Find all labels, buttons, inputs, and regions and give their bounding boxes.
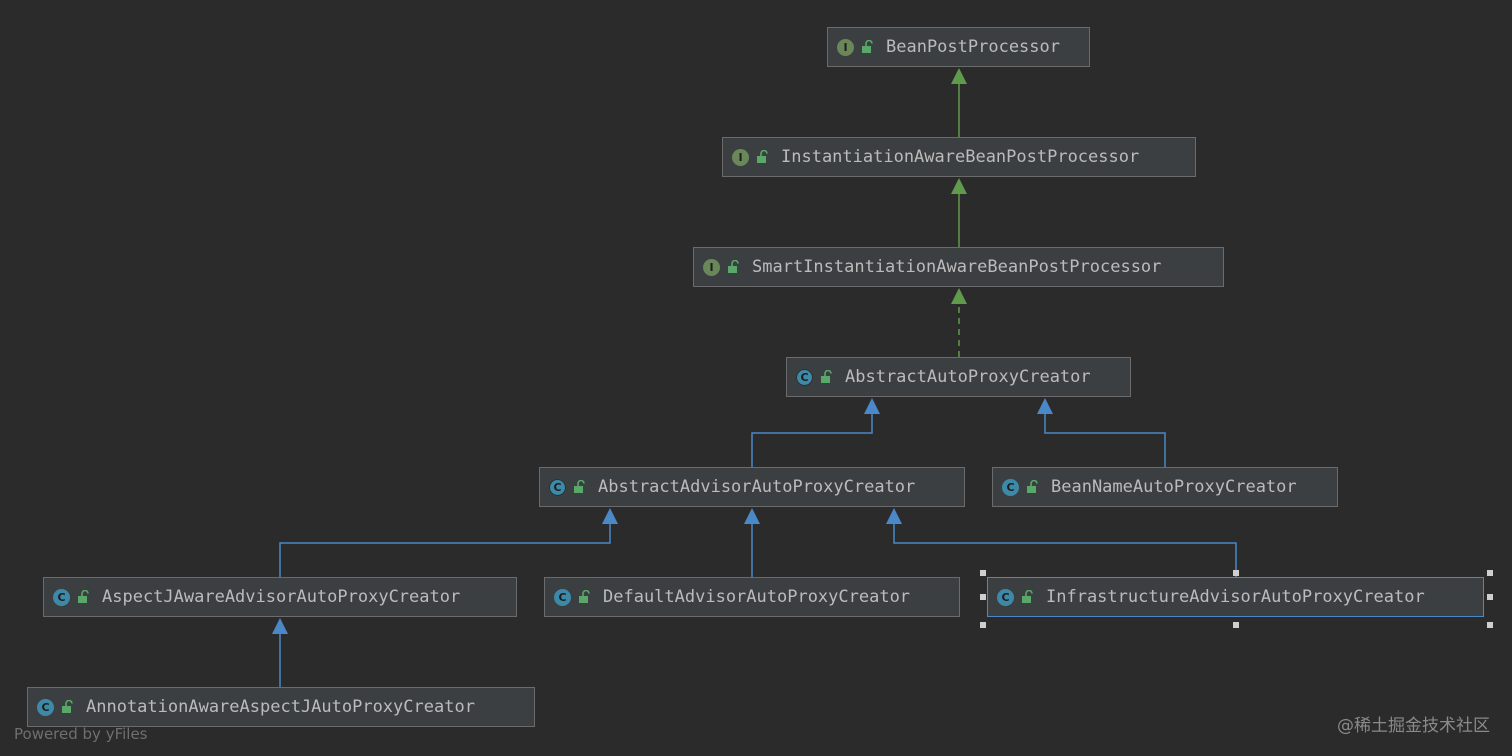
- resize-handle[interactable]: [1233, 622, 1239, 628]
- node-bean-name-auto-proxy-creator[interactable]: C BeanNameAutoProxyCreator: [992, 467, 1338, 507]
- interface-icon: I: [703, 258, 720, 276]
- node-label: InstantiationAwareBeanPostProcessor: [781, 147, 1140, 167]
- node-bean-post-processor[interactable]: I BeanPostProcessor: [827, 27, 1090, 67]
- node-instantiation-aware-bean-post-processor[interactable]: I InstantiationAwareBeanPostProcessor: [722, 137, 1196, 177]
- node-label: AspectJAwareAdvisorAutoProxyCreator: [102, 587, 461, 607]
- resize-handle[interactable]: [980, 594, 986, 600]
- class-icon: C: [53, 588, 70, 606]
- node-label: SmartInstantiationAwareBeanPostProcessor: [752, 257, 1162, 277]
- resize-handle[interactable]: [1487, 622, 1493, 628]
- unlocked-icon: [574, 480, 585, 493]
- unlocked-icon: [757, 150, 768, 163]
- edge-ajaapc-to-aaapc: [279, 508, 618, 577]
- node-abstract-auto-proxy-creator[interactable]: C AbstractAutoProxyCreator: [786, 357, 1131, 397]
- abstract-class-icon: C: [796, 368, 813, 386]
- edge-aaapc-to-aapc: [751, 398, 880, 467]
- node-aspectj-aware-advisor-auto-proxy-creator[interactable]: C AspectJAwareAdvisorAutoProxyCreator: [43, 577, 517, 617]
- node-label: AnnotationAwareAspectJAutoProxyCreator: [86, 697, 475, 717]
- powered-by-label: Powered by yFiles: [14, 725, 148, 743]
- resize-handle[interactable]: [1233, 570, 1239, 576]
- node-label: BeanPostProcessor: [886, 37, 1060, 57]
- node-label: AbstractAdvisorAutoProxyCreator: [598, 477, 916, 497]
- resize-handle[interactable]: [1487, 570, 1493, 576]
- class-icon: C: [997, 588, 1014, 606]
- node-annotation-aware-aspectj-auto-proxy-creator[interactable]: C AnnotationAwareAspectJAutoProxyCreator: [27, 687, 535, 727]
- resize-handle[interactable]: [1487, 594, 1493, 600]
- class-icon: C: [1002, 478, 1019, 496]
- unlocked-icon: [78, 590, 89, 603]
- unlocked-icon: [62, 700, 73, 713]
- class-icon: C: [37, 698, 54, 716]
- node-label: BeanNameAutoProxyCreator: [1051, 477, 1297, 497]
- node-infrastructure-advisor-auto-proxy-creator[interactable]: C InfrastructureAdvisorAutoProxyCreator: [987, 577, 1484, 617]
- node-label: DefaultAdvisorAutoProxyCreator: [603, 587, 911, 607]
- unlocked-icon: [821, 370, 832, 383]
- unlocked-icon: [1022, 590, 1033, 603]
- unlocked-icon: [862, 40, 873, 53]
- abstract-class-icon: C: [549, 478, 566, 496]
- node-default-advisor-auto-proxy-creator[interactable]: C DefaultAdvisorAutoProxyCreator: [544, 577, 960, 617]
- interface-icon: I: [732, 148, 749, 166]
- unlocked-icon: [579, 590, 590, 603]
- node-smart-instantiation-aware-bean-post-processor[interactable]: I SmartInstantiationAwareBeanPostProcess…: [693, 247, 1224, 287]
- resize-handle[interactable]: [980, 570, 986, 576]
- node-label: AbstractAutoProxyCreator: [845, 367, 1091, 387]
- unlocked-icon: [728, 260, 739, 273]
- resize-handle[interactable]: [980, 622, 986, 628]
- watermark: @稀土掘金技术社区: [1337, 716, 1490, 736]
- class-icon: C: [554, 588, 571, 606]
- edge-iaapc-to-aaapc: [886, 508, 1237, 577]
- edge-bnapc-to-aapc: [1037, 398, 1166, 467]
- node-abstract-advisor-auto-proxy-creator[interactable]: C AbstractAdvisorAutoProxyCreator: [539, 467, 965, 507]
- node-label: InfrastructureAdvisorAutoProxyCreator: [1046, 587, 1425, 607]
- interface-icon: I: [837, 38, 854, 56]
- unlocked-icon: [1027, 480, 1038, 493]
